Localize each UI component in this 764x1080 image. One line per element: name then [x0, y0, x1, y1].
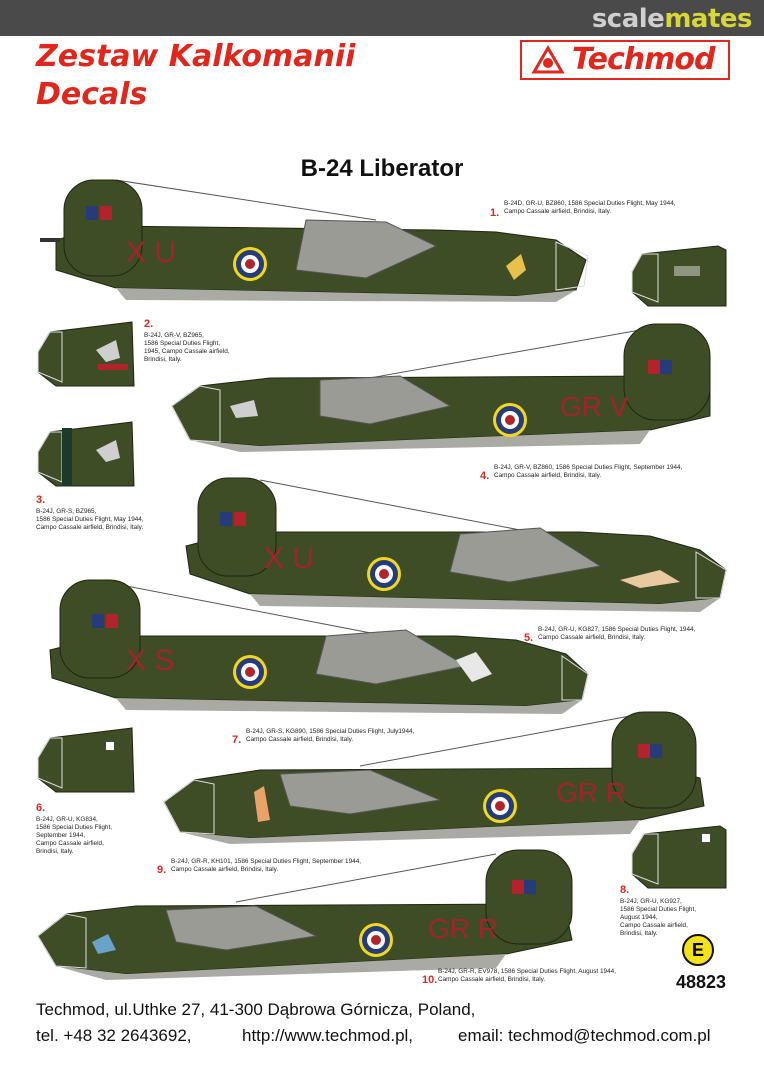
profile-3-nose-detail [37, 421, 135, 487]
profile-4-caption: B-24J, GR-V, BZ860, 1586 Special Duties … [494, 464, 683, 479]
profile-7-number: 7. [232, 734, 242, 746]
title-line-2: Decals [36, 77, 148, 112]
profile-1-caption: B-24D, GR-U, BZ860, 1586 Special Duties … [504, 200, 676, 215]
profile-3-caption: B-24J, GR-S, BZ965, 1586 Special Duties … [36, 508, 144, 531]
profile-8-nose-detail [631, 825, 727, 889]
p10-code: GR R [428, 913, 498, 944]
profile-1-aircraft: X U [40, 179, 589, 302]
language-badge: E [682, 934, 714, 966]
profile-6-nose-detail [37, 727, 135, 793]
profile-9-caption: B-24J, GR-R, KH101, 1586 Special Duties … [171, 858, 362, 873]
footer-website[interactable]: http://www.techmod.pl, [242, 1026, 414, 1045]
profile-9-aircraft: GR R [163, 711, 705, 844]
profile-1-number: 1. [490, 207, 500, 219]
kit-title: Zestaw Kalkomanii Decals [36, 38, 355, 114]
p4-code: GR V [560, 391, 629, 422]
profile-5-aircraft: X U [185, 477, 727, 612]
profile-10-number: 10. [422, 974, 438, 986]
p5-code: X U [264, 542, 314, 575]
profile-6-number: 6. [36, 802, 46, 814]
profile-9-number: 9. [157, 864, 167, 876]
profile-6-caption: B-24J, GR-U, KG834, 1586 Special Duties … [36, 816, 113, 855]
footer-address: Techmod, ul.Uthke 27, 41-300 Dąbrowa Gór… [36, 1000, 476, 1019]
techmod-logo: Techmod [520, 40, 730, 80]
footer-email[interactable]: email: techmod@techmod.com.pl [458, 1026, 711, 1045]
profile-10-aircraft: GR R [37, 849, 573, 980]
profile-8-number: 8. [620, 884, 630, 896]
footer-phone: tel. +48 32 2643692, [36, 1026, 192, 1045]
title-line-1: Zestaw Kalkomanii [36, 39, 356, 74]
profile-2-nose-detail [37, 321, 135, 387]
scalemates-watermark: scalemates [591, 4, 753, 34]
profile-10-caption: B-24J, GR-R, EV978, 1586 Special Duties … [438, 968, 616, 983]
top-bar: scalemates [0, 0, 764, 36]
profile-4-aircraft: GR V [171, 323, 711, 452]
kit-number: 48823 [676, 972, 727, 992]
profile-8-caption: B-24J, GR-U, KG927, 1586 Special Duties … [620, 898, 697, 937]
profile-2-caption: B-24J, GR-V, BZ965, 1586 Special Duties … [144, 332, 230, 363]
profile-1-nose-detail [631, 245, 727, 307]
profile-2-number: 2. [144, 318, 154, 330]
p1-code: X U [126, 236, 176, 269]
p9-code: GR R [556, 777, 626, 808]
aircraft-title: B-24 Liberator [300, 155, 464, 182]
p7-code: X S [126, 644, 174, 677]
profile-5-number: 5. [524, 632, 534, 644]
profile-7-aircraft: X S [49, 579, 589, 714]
profile-5-caption: B-24J, GR-U, KG827, 1586 Special Duties … [538, 626, 696, 641]
profile-4-number: 4. [480, 470, 490, 482]
profile-3-number: 3. [36, 494, 46, 506]
logo-emblem-icon [531, 45, 565, 74]
profile-7-caption: B-24J, GR-S, KG890, 1586 Special Duties … [246, 728, 415, 743]
brand-name: Techmod [572, 42, 715, 77]
